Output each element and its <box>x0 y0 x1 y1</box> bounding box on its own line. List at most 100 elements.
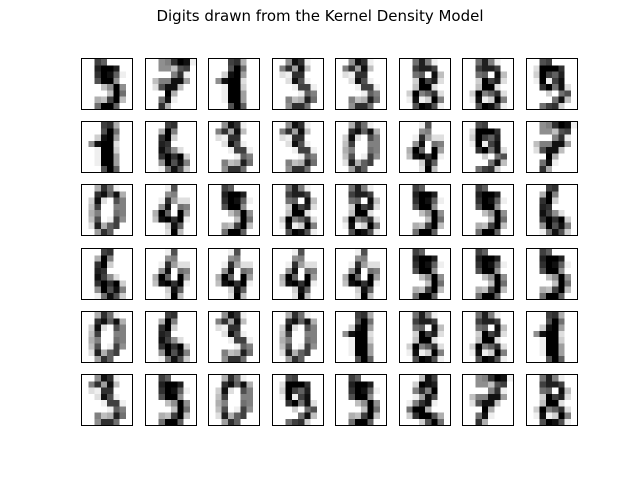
pixel-cell <box>170 222 177 230</box>
pixel-cell <box>303 90 311 97</box>
pixel-cell <box>437 134 444 141</box>
pixel-cell <box>545 216 552 223</box>
pixel-cell <box>170 59 177 66</box>
pixel-cell <box>373 153 380 160</box>
pixel-cell <box>310 267 317 274</box>
pixel-cell <box>437 273 444 280</box>
pixel-cell <box>412 318 419 325</box>
pixel-cell <box>164 393 171 401</box>
digit-sample-panel <box>525 374 578 426</box>
pixel-cell <box>94 418 101 425</box>
pixel-cell <box>494 147 501 154</box>
digit-image <box>151 185 190 236</box>
pixel-cell <box>100 134 108 141</box>
pixel-cell <box>418 318 425 325</box>
pixel-cell <box>551 292 558 299</box>
pixel-cell <box>545 204 552 211</box>
pixel-cell <box>303 191 311 198</box>
pixel-cell <box>348 96 355 103</box>
pixel-cell <box>234 324 241 331</box>
pixel-cell <box>100 128 108 135</box>
pixel-cell <box>164 267 171 274</box>
pixel-cell <box>367 324 374 331</box>
pixel-cell <box>494 222 501 230</box>
digit-sample-panel <box>398 247 451 300</box>
pixel-cell <box>437 96 444 103</box>
pixel-cell <box>494 324 501 331</box>
pixel-cell <box>418 406 425 413</box>
pixel-cell <box>469 128 476 135</box>
pixel-cell <box>291 349 298 356</box>
pixel-cell <box>285 140 292 148</box>
pixel-cell <box>424 229 431 236</box>
digit-image <box>94 59 126 109</box>
pixel-cell <box>221 165 228 173</box>
pixel-cell <box>361 279 368 287</box>
pixel-cell <box>418 336 425 344</box>
pixel-cell <box>539 102 546 109</box>
pixel-cell <box>545 229 552 236</box>
pixel-cell <box>418 393 425 401</box>
pixel-cell <box>164 412 171 419</box>
pixel-cell <box>500 147 507 154</box>
pixel-cell <box>545 147 552 154</box>
pixel-cell <box>539 71 546 78</box>
pixel-cell <box>481 153 489 160</box>
pixel-cell <box>285 65 292 72</box>
pixel-cell <box>481 191 489 198</box>
pixel-cell <box>297 65 304 72</box>
pixel-cell <box>170 286 177 293</box>
pixel-cell <box>227 197 235 205</box>
digit-sample-panel <box>208 58 260 110</box>
pixel-cell <box>310 204 317 211</box>
digit-sample-panel <box>271 247 324 300</box>
pixel-cell <box>494 292 501 299</box>
pixel-cell <box>291 267 298 274</box>
pixel-cell <box>545 318 552 325</box>
pixel-cell <box>557 84 565 91</box>
pixel-cell <box>246 222 253 230</box>
pixel-cell <box>240 96 247 103</box>
pixel-cell <box>240 375 247 382</box>
pixel-cell <box>494 318 501 325</box>
pixel-cell <box>303 65 311 72</box>
pixel-cell <box>494 267 501 274</box>
pixel-cell <box>170 84 177 91</box>
pixel-cell <box>361 330 368 337</box>
pixel-cell <box>354 286 362 293</box>
digit-sample-panel <box>81 184 133 237</box>
pixel-cell <box>234 336 241 344</box>
pixel-cell <box>551 134 558 141</box>
pixel-cell <box>240 286 247 293</box>
pixel-cell <box>475 318 482 325</box>
pixel-cell <box>424 96 431 103</box>
pixel-cell <box>367 412 374 419</box>
pixel-cell <box>475 191 482 198</box>
pixel-cell <box>227 286 235 293</box>
pixel-cell <box>240 387 247 394</box>
pixel-cell <box>475 204 482 211</box>
pixel-cell <box>240 381 247 388</box>
pixel-cell <box>424 336 431 344</box>
pixel-cell <box>557 261 565 268</box>
digit-image <box>405 122 444 173</box>
pixel-cell <box>430 355 438 362</box>
digit-image <box>532 375 571 425</box>
pixel-cell <box>227 418 235 425</box>
pixel-cell <box>481 324 489 331</box>
pixel-cell <box>234 279 241 287</box>
pixel-cell <box>227 147 235 154</box>
pixel-cell <box>494 261 501 268</box>
pixel-cell <box>94 197 101 205</box>
pixel-cell <box>488 102 495 109</box>
pixel-cell <box>424 222 431 230</box>
pixel-cell <box>285 343 292 350</box>
pixel-cell <box>234 77 241 85</box>
pixel-cell <box>113 122 120 129</box>
pixel-cell <box>412 77 419 85</box>
pixel-cell <box>361 381 368 388</box>
pixel-cell <box>240 147 247 154</box>
pixel-cell <box>285 185 292 192</box>
digit-image <box>215 59 247 109</box>
pixel-cell <box>303 273 311 280</box>
